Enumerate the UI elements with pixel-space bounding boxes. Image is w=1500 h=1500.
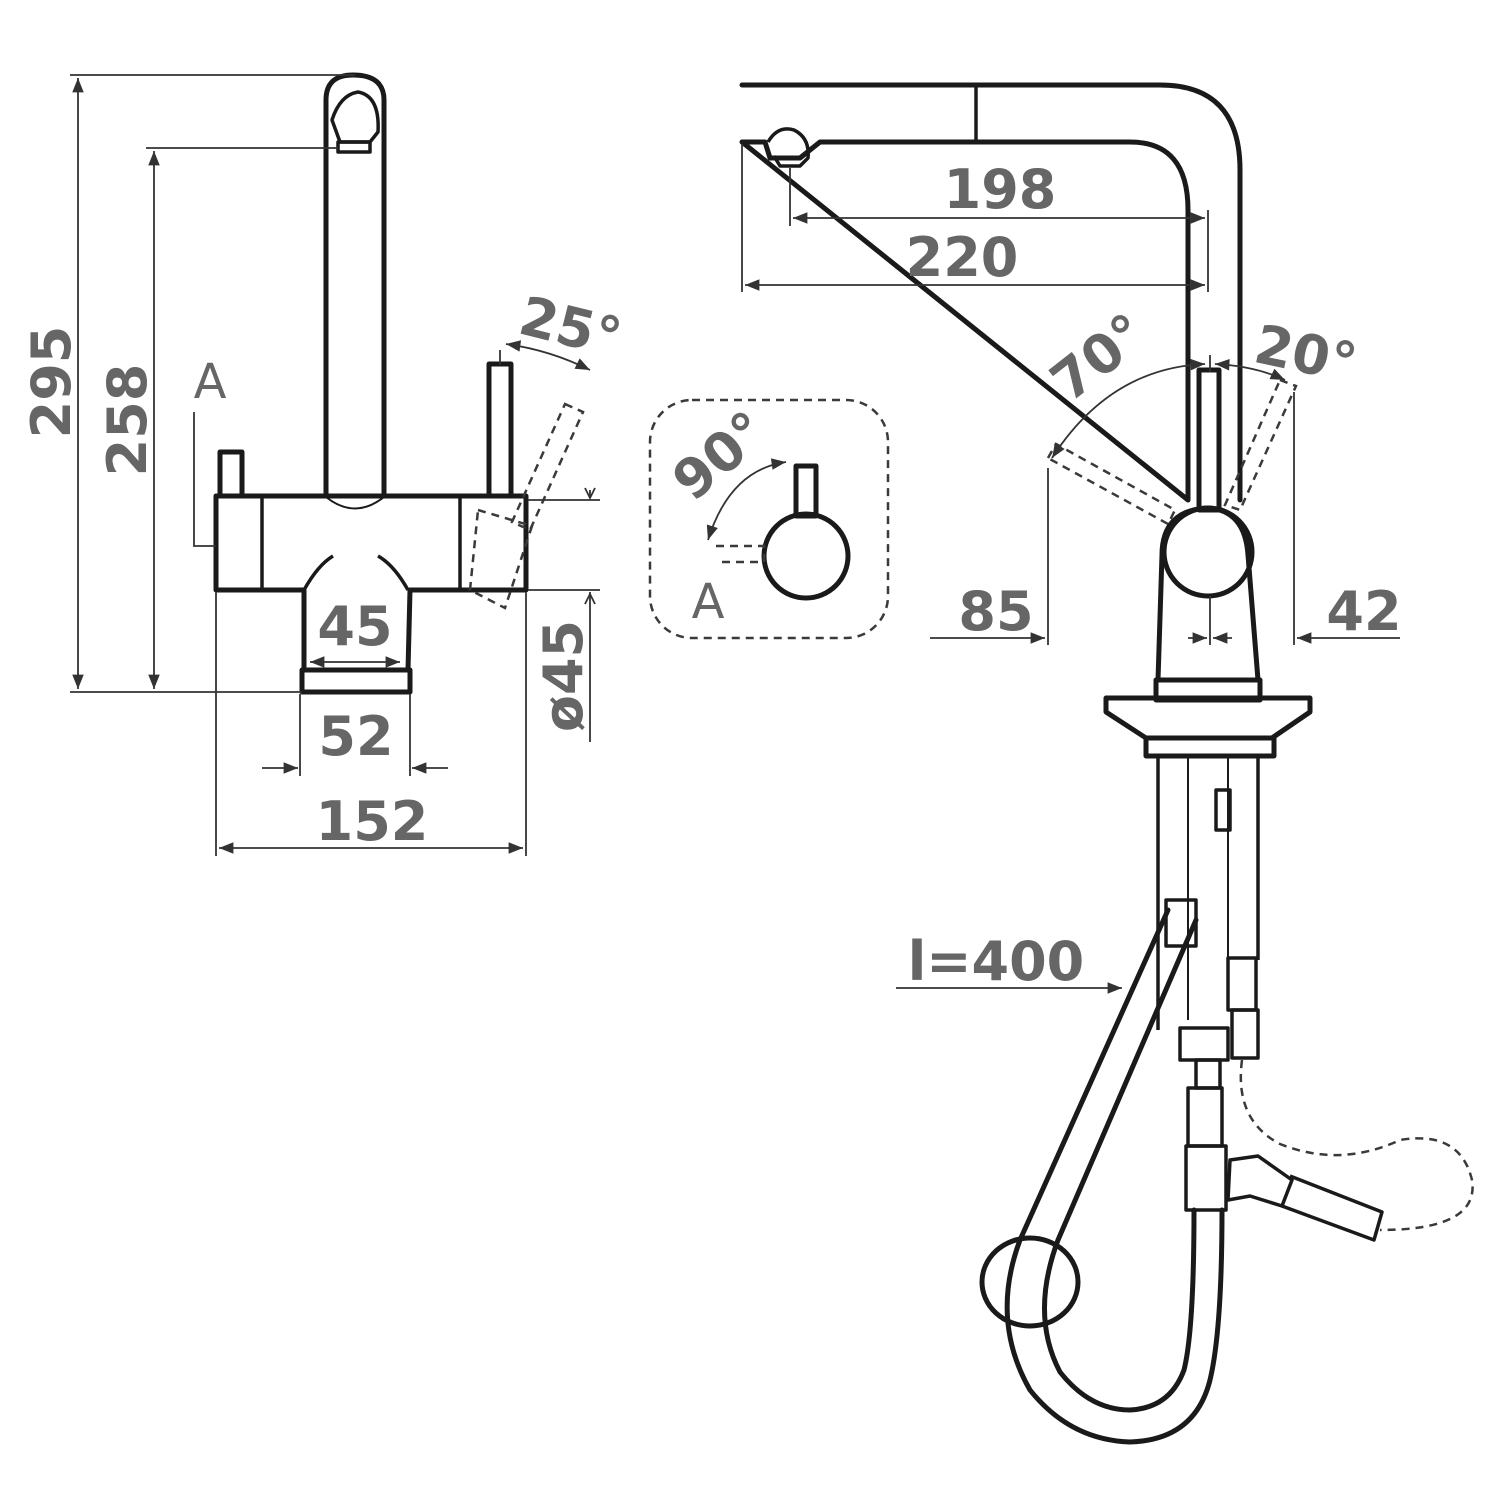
base-foot	[299, 667, 413, 695]
dim-152: 152	[316, 790, 429, 853]
angle-arc-20	[1214, 358, 1286, 381]
dim-295: 295	[20, 326, 83, 439]
hose-weight	[979, 1235, 1081, 1329]
body-curve-right	[377, 554, 410, 591]
left-lever	[217, 449, 245, 499]
leader-a	[193, 412, 216, 547]
aerator-head	[330, 90, 380, 144]
supply-hose-dashed	[1239, 1059, 1474, 1232]
detail-a-angle: 90°	[661, 399, 780, 513]
label-a-front: A	[194, 354, 227, 410]
detail-a-lever-rotated	[716, 544, 766, 564]
dim-198: 198	[944, 158, 1057, 221]
dim-52: 52	[318, 705, 393, 768]
aerator-tip	[336, 140, 372, 154]
side-lever-rotated-left	[1046, 442, 1177, 526]
dim-42: 42	[1326, 580, 1401, 643]
mounting-plate	[1103, 695, 1313, 741]
front-view	[70, 72, 600, 856]
valve-block	[1178, 1026, 1230, 1062]
pull-out-hose-outer	[1004, 907, 1225, 1445]
angle-arc-25	[505, 340, 591, 371]
right-knob-rotated	[468, 508, 534, 610]
dim-258: 258	[96, 364, 159, 477]
angle-arc-70	[1051, 358, 1206, 459]
dim-angle-20: 20°	[1249, 312, 1362, 395]
right-lever-rotated	[510, 402, 585, 532]
dim-d45: ø45	[532, 620, 595, 732]
dim-angle-25: 25°	[513, 284, 627, 370]
dim-85: 85	[958, 580, 1033, 643]
detail-a-lever	[793, 463, 819, 519]
connector-mid	[1230, 1008, 1260, 1060]
right-lever	[486, 361, 514, 499]
detail-a-knob	[761, 511, 851, 601]
side-lever-rotated-right	[1223, 378, 1298, 512]
hose-fitting	[1186, 1086, 1224, 1148]
side-view	[739, 82, 1474, 1445]
connector-top	[1226, 956, 1258, 1012]
detail-a	[648, 398, 890, 640]
dim-45-outlet: 45	[317, 595, 392, 658]
body-curve-top	[325, 496, 385, 510]
body-curve-left	[302, 554, 334, 591]
side-knob	[1161, 505, 1255, 599]
valve-stem	[1194, 1058, 1222, 1090]
detail-a-frame	[648, 398, 890, 640]
shank-nut	[1164, 898, 1198, 948]
mounting-washer	[1143, 735, 1277, 759]
shank-clip	[1214, 788, 1232, 832]
pull-out-hose-inner	[1042, 917, 1199, 1413]
side-lever	[1196, 367, 1222, 513]
dim-hose-length: l=400	[908, 930, 1084, 993]
supply-pipe	[1281, 1174, 1384, 1242]
dim-220: 220	[906, 226, 1019, 289]
detail-a-arc	[706, 458, 787, 541]
detail-a-label: A	[692, 574, 725, 630]
supply-nut	[1226, 1154, 1294, 1208]
aerator-nozzle	[766, 127, 810, 168]
spout-arm	[739, 82, 1243, 503]
tee-fitting	[1184, 1144, 1228, 1212]
